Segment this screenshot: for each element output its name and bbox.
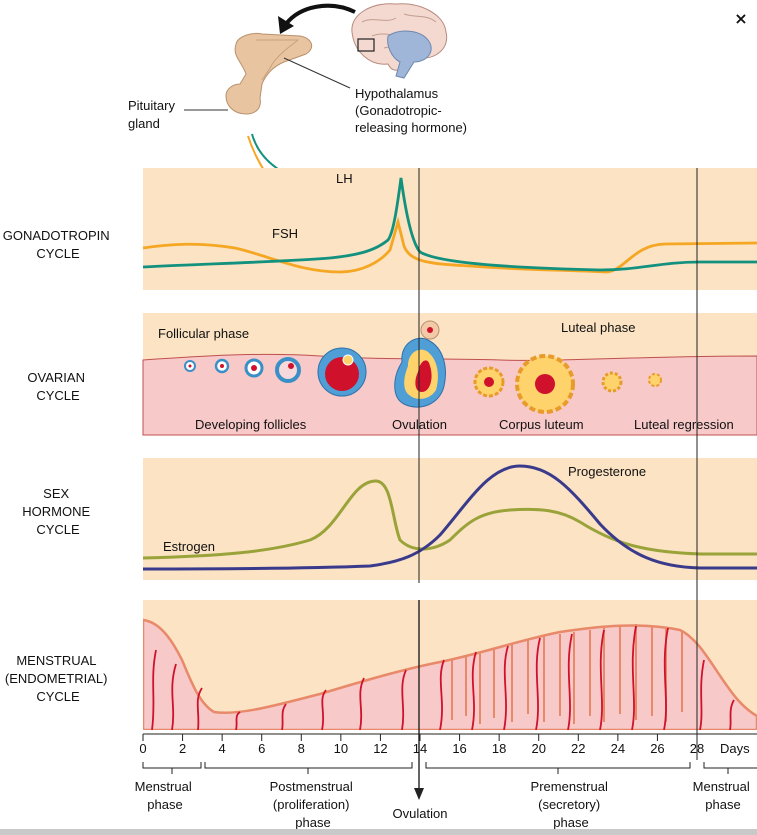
sex-hormone-row-label: SEX HORMONE CYCLE <box>22 486 94 537</box>
window-bottom-border <box>0 829 757 835</box>
brain-illustration <box>351 3 448 79</box>
ovulation-arrowhead-icon <box>414 788 424 800</box>
menstrual-phase-end-label: Menstrual phase <box>693 779 754 812</box>
lh-label: LH <box>336 171 353 186</box>
estrogen-label: Estrogen <box>163 539 215 554</box>
corpus-luteum-illustration <box>473 354 662 414</box>
luteal-regression-label: Luteal regression <box>634 417 734 432</box>
axis-tick-label: 18 <box>492 741 506 756</box>
phase-brackets <box>142 762 757 774</box>
axis-tick-label: 16 <box>452 741 466 756</box>
signal-arrow-icon <box>284 3 356 26</box>
sex-hormone-panel <box>143 458 757 580</box>
axis-tick-label: 28 <box>690 741 704 756</box>
axis-tick-label: 26 <box>650 741 664 756</box>
pituitary-label: Pituitary gland <box>128 98 179 131</box>
close-button[interactable]: × <box>734 9 748 28</box>
fsh-curve <box>142 216 757 274</box>
pituitary-illustration <box>225 33 313 115</box>
axis-tick-label: 20 <box>531 741 545 756</box>
estrogen-curve <box>142 479 757 560</box>
gonadotropin-row-label: GONADOTROPIN CYCLE <box>3 228 114 261</box>
axis-tick-label: 8 <box>298 741 305 756</box>
menstrual-phase-start-label: Menstrual phase <box>135 779 196 812</box>
axis-tick-label: 22 <box>571 741 585 756</box>
days-unit-label: Days <box>720 741 750 756</box>
premenstrual-phase-label: Premenstrual (secretory) phase <box>531 779 612 830</box>
arrowhead-icon <box>278 16 294 34</box>
axis-tick-label: 12 <box>373 741 387 756</box>
ovarian-row-label: OVARIAN CYCLE <box>27 370 88 403</box>
gonadotropin-panel <box>143 168 757 290</box>
hypothalamus-label: Hypothalamus (Gonadotropic- releasing ho… <box>355 86 467 135</box>
postmenstrual-phase-label: Postmenstrual (proliferation) phase <box>270 779 357 830</box>
menstrual-row-label: MENSTRUAL (ENDOMETRIAL) CYCLE <box>5 653 111 704</box>
uterine-glands <box>451 624 683 724</box>
axis-tick-label: 0 <box>139 741 146 756</box>
developing-follicles-illustration <box>184 347 367 397</box>
ovulation-day-label: Ovulation <box>393 806 448 821</box>
axis-tick-label: 10 <box>334 741 348 756</box>
corpus-luteum-label: Corpus luteum <box>499 417 584 432</box>
developing-follicles-label: Developing follicles <box>195 417 307 432</box>
luteal-phase-label: Luteal phase <box>561 320 635 335</box>
axis-tick-label: 14 <box>413 741 427 756</box>
axis-tick-label: 24 <box>611 741 625 756</box>
axis-tick-label: 2 <box>179 741 186 756</box>
progesterone-label: Progesterone <box>568 464 646 479</box>
lh-curve <box>142 177 757 272</box>
follicular-phase-label: Follicular phase <box>158 326 249 341</box>
progesterone-curve <box>142 464 757 571</box>
hypothalamus-leader-line <box>283 57 351 89</box>
fsh-label: FSH <box>272 226 298 241</box>
axis-tick-label: 6 <box>258 741 265 756</box>
spiral-arteries <box>151 625 735 730</box>
axis-tick-label: 4 <box>219 741 226 756</box>
